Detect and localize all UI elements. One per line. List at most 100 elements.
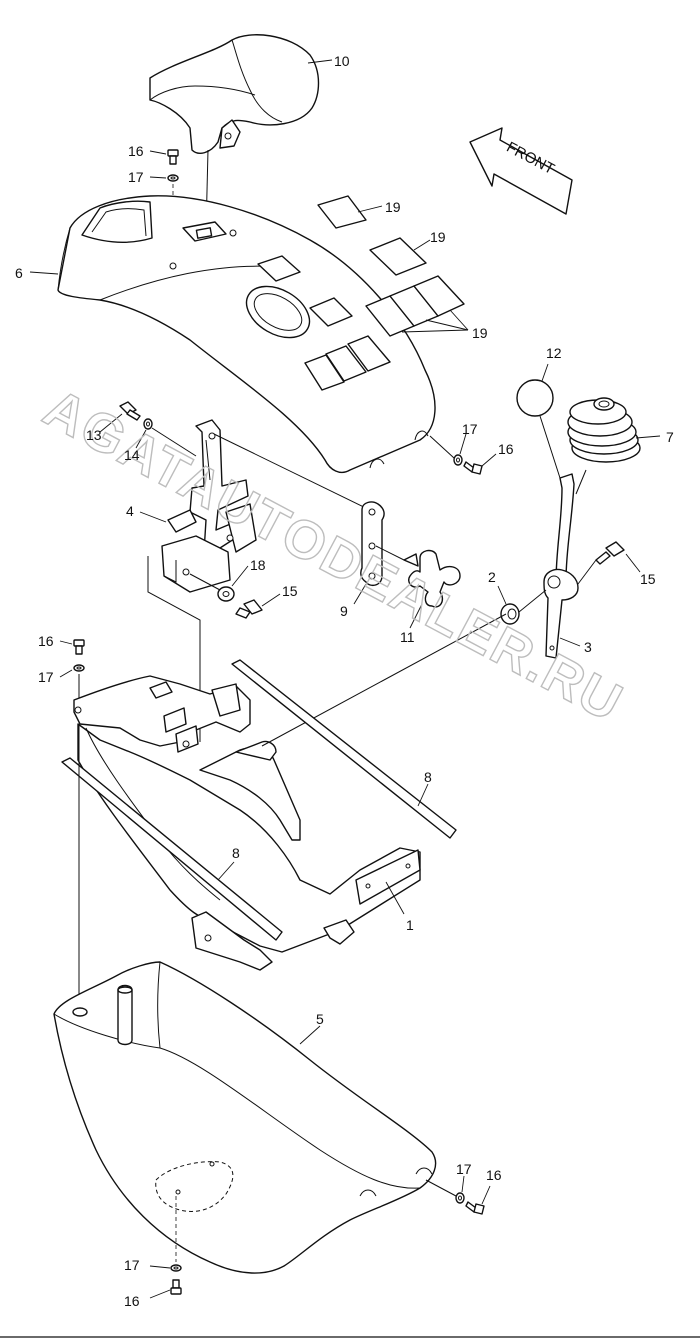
leader-5 bbox=[299, 1025, 321, 1045]
part-lever-rod bbox=[539, 415, 575, 583]
bolt-13 bbox=[119, 401, 141, 421]
washer-18-axis bbox=[189, 573, 221, 591]
bolt-16-top bbox=[167, 149, 179, 165]
part-3-lever-arm bbox=[543, 568, 579, 659]
bushing-shaft-line bbox=[261, 613, 507, 747]
leader-18 bbox=[231, 565, 249, 587]
leader-16b bbox=[481, 453, 497, 467]
part-8-side-rail-right bbox=[231, 659, 457, 839]
leader-6 bbox=[29, 271, 59, 275]
bolt-16-upper-right bbox=[463, 461, 483, 475]
boot-guide-line bbox=[575, 469, 587, 495]
part-11-star-knob bbox=[403, 549, 461, 608]
leader-14 bbox=[135, 429, 147, 449]
part-7-rubber-boot bbox=[567, 397, 641, 463]
leader-16a bbox=[149, 150, 167, 155]
callout-3: 3 bbox=[584, 639, 592, 655]
bracket-outline-line bbox=[147, 556, 201, 742]
callout-15: 15 bbox=[640, 571, 656, 587]
lower-right-bolt-axis bbox=[425, 1179, 457, 1197]
leader-13 bbox=[99, 413, 123, 433]
leader-19c-2 bbox=[425, 319, 469, 331]
bracket-link-line bbox=[213, 433, 375, 513]
bolt-15-left bbox=[235, 599, 263, 619]
washer-18 bbox=[217, 586, 235, 602]
bolt-16-mid-left bbox=[73, 639, 85, 655]
callout-1: 1 bbox=[406, 917, 414, 933]
washer-17-mid-left bbox=[73, 664, 85, 672]
leader-8a bbox=[417, 783, 429, 807]
leader-19c-1 bbox=[401, 329, 469, 333]
leader-17d bbox=[461, 1175, 465, 1193]
bolt-16-lower-right bbox=[465, 1201, 485, 1215]
leader-7 bbox=[635, 435, 661, 439]
front-direction-arrow: FRONT bbox=[469, 127, 573, 215]
part-8-side-rail-left bbox=[61, 757, 283, 941]
callout-17: 17 bbox=[38, 669, 54, 685]
leader-19b bbox=[413, 239, 431, 251]
part-19-label-group bbox=[365, 275, 465, 337]
callout-15: 15 bbox=[282, 583, 298, 599]
leader-16d bbox=[481, 1185, 491, 1205]
leader-4 bbox=[139, 511, 167, 523]
callout-8: 8 bbox=[424, 769, 432, 785]
callout-17: 17 bbox=[462, 421, 478, 437]
part-10-armrest-pad bbox=[149, 34, 320, 154]
callout-5: 5 bbox=[316, 1011, 324, 1027]
part-2-bushing bbox=[500, 603, 520, 625]
callout-18: 18 bbox=[250, 557, 266, 573]
callout-14: 14 bbox=[124, 447, 140, 463]
part-6-upper-console-cover bbox=[57, 195, 436, 474]
callout-2: 2 bbox=[488, 569, 496, 585]
leader-8b bbox=[217, 861, 235, 881]
callout-7: 7 bbox=[666, 429, 674, 445]
callout-12: 12 bbox=[546, 345, 562, 361]
leader-16c bbox=[59, 640, 73, 645]
link-axis-line bbox=[375, 545, 405, 561]
leader-15b bbox=[625, 553, 641, 573]
callout-10: 10 bbox=[334, 53, 350, 69]
callout-9: 9 bbox=[340, 603, 348, 619]
leader-17e bbox=[149, 1265, 171, 1269]
callout-16: 16 bbox=[128, 143, 144, 159]
bolt-16-bottom bbox=[170, 1279, 182, 1295]
shaft-line-15 bbox=[577, 559, 597, 585]
callout-13: 13 bbox=[86, 427, 102, 443]
callout-16: 16 bbox=[38, 633, 54, 649]
part-19-label-single bbox=[317, 195, 367, 229]
washer-17-lower-right bbox=[455, 1192, 465, 1204]
leader-17b bbox=[459, 433, 467, 455]
leader-16e bbox=[149, 1289, 171, 1299]
part-9-link-plate bbox=[360, 501, 385, 587]
leader-12 bbox=[541, 363, 549, 382]
callout-6: 6 bbox=[15, 265, 23, 281]
part-12-knob-ball bbox=[516, 379, 554, 417]
leader-19c-3 bbox=[449, 309, 469, 331]
callout-17: 17 bbox=[124, 1257, 140, 1273]
upper-right-bolt-axis bbox=[429, 435, 455, 459]
callout-19: 19 bbox=[430, 229, 446, 245]
callout-19: 19 bbox=[472, 325, 488, 341]
leader-17a bbox=[149, 176, 167, 179]
leader-3 bbox=[559, 637, 581, 647]
washer-17-upper-right bbox=[453, 454, 463, 466]
callout-4: 4 bbox=[126, 503, 134, 519]
leader-15a bbox=[261, 593, 281, 607]
callout-16: 16 bbox=[486, 1167, 502, 1183]
part-4-bracket bbox=[161, 419, 257, 593]
leader-19a bbox=[357, 205, 383, 213]
part-5-lower-cover bbox=[53, 961, 437, 1274]
washer-14 bbox=[143, 418, 153, 430]
leader-11 bbox=[409, 603, 423, 629]
callout-17: 17 bbox=[456, 1161, 472, 1177]
leader-1 bbox=[385, 881, 405, 915]
washer-17-bottom bbox=[170, 1264, 182, 1272]
washer-17-top bbox=[167, 174, 179, 182]
leader-10 bbox=[307, 59, 333, 64]
callout-11: 11 bbox=[400, 629, 415, 645]
bolt-15-right bbox=[595, 541, 625, 565]
callout-labels: 10 16 17 6 19 19 19 12 7 13 14 17 16 4 1… bbox=[15, 53, 674, 1309]
callout-17: 17 bbox=[128, 169, 144, 185]
callout-16: 16 bbox=[498, 441, 514, 457]
